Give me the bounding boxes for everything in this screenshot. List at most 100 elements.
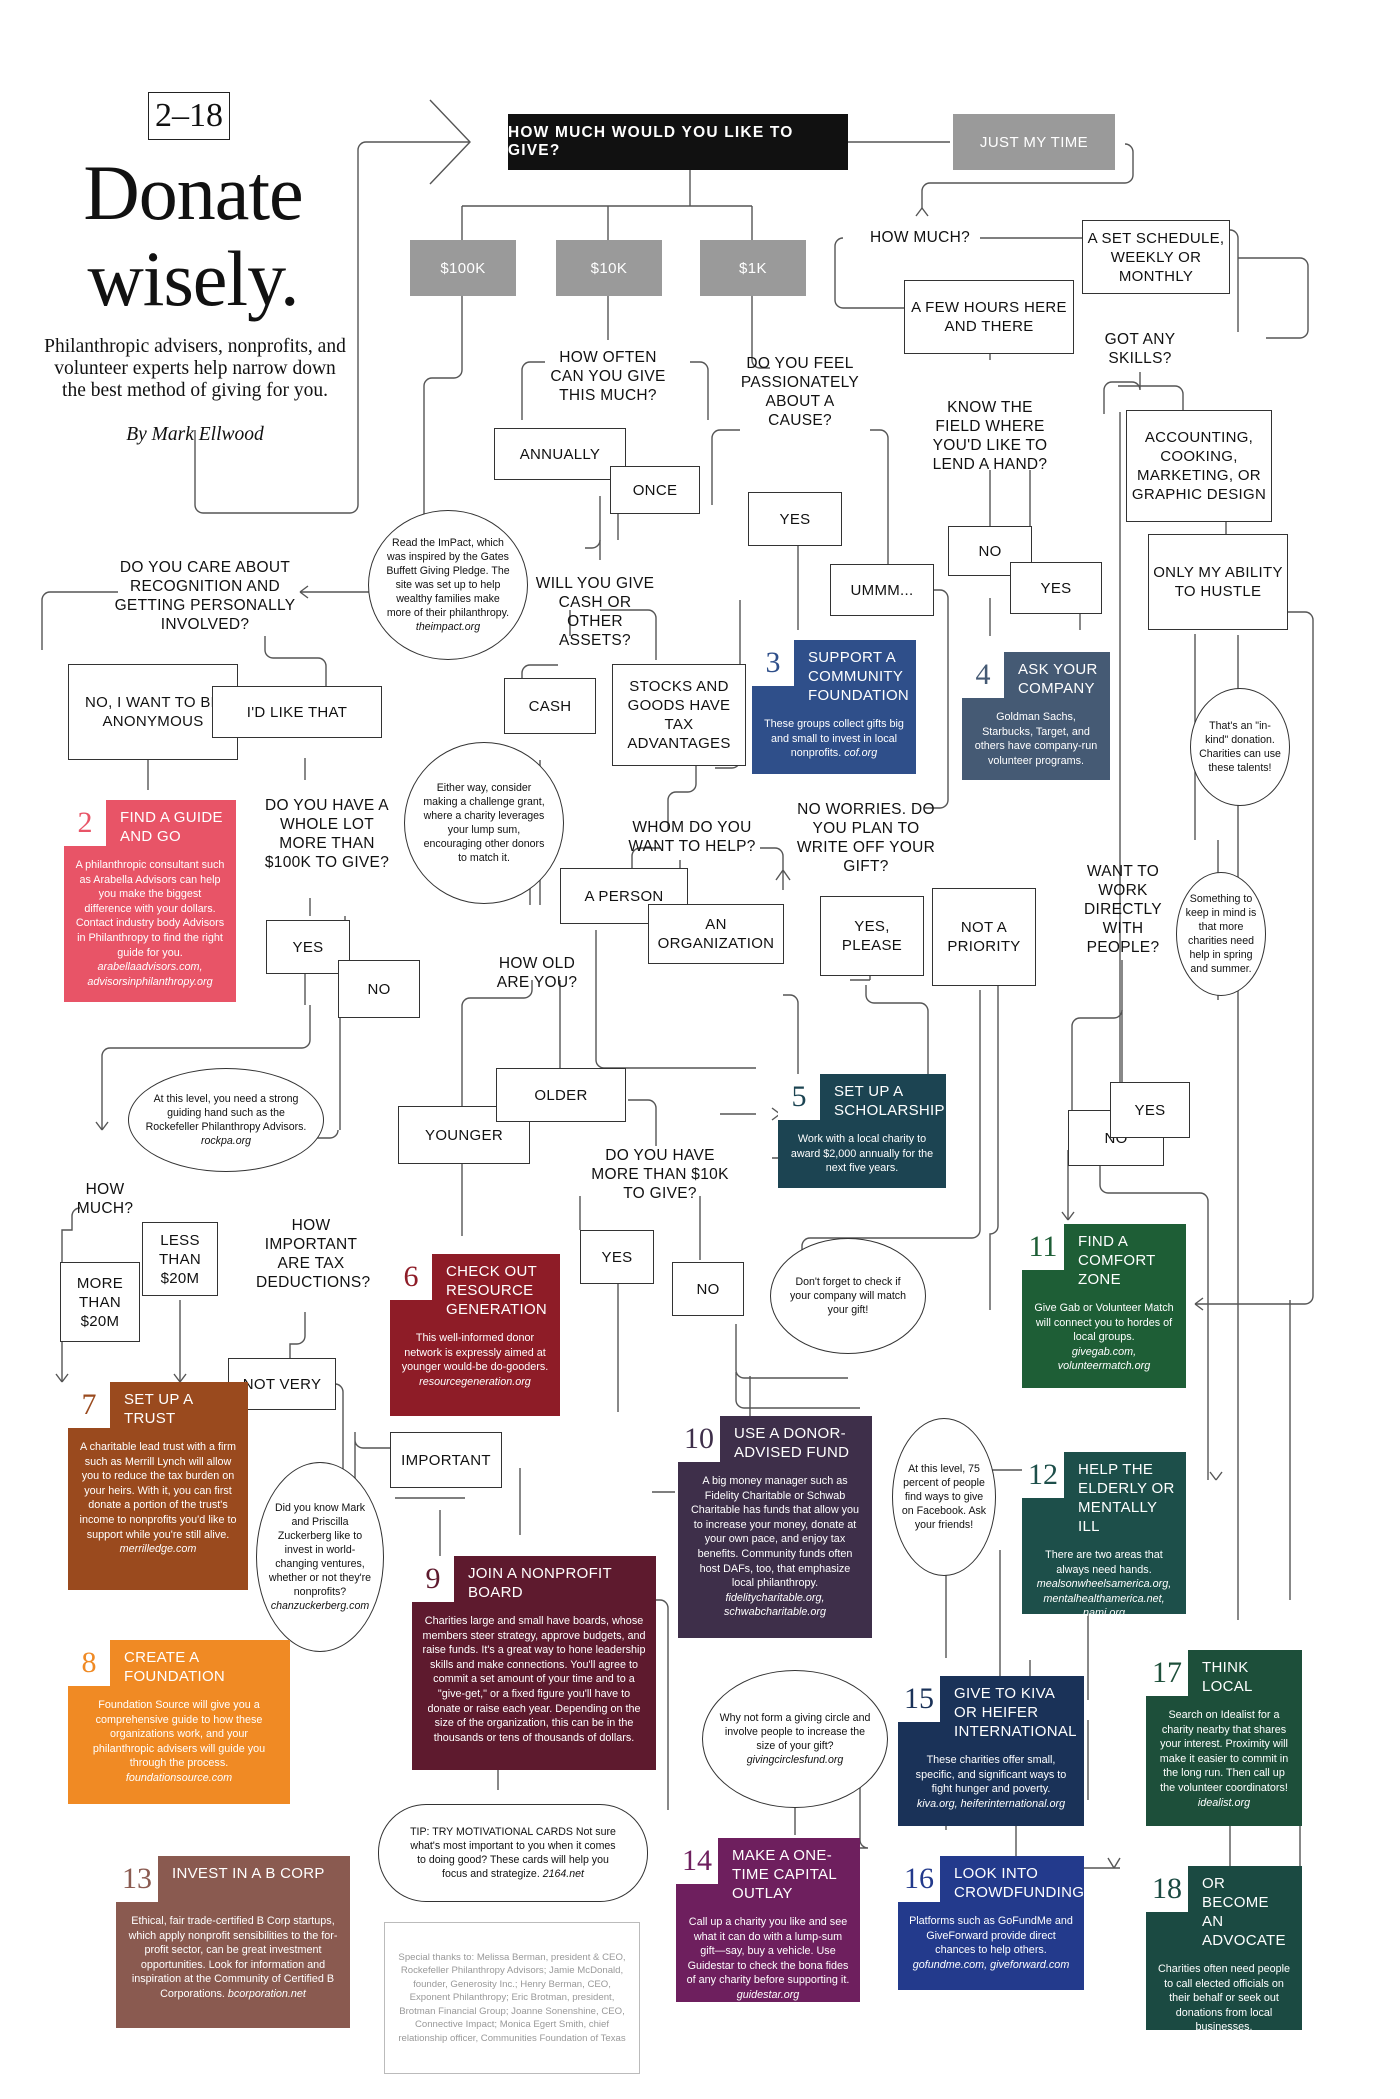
- card-number: 16: [898, 1856, 940, 1902]
- tip-motivational-cards: TIP: TRY MOTIVATIONAL CARDS Not sure wha…: [378, 1804, 648, 1902]
- card-link[interactable]: arabellaadvisors.com, advisorsinphilanth…: [87, 961, 213, 988]
- answer-skills-list: ACCOUNTING, COOKING, MARKETING, OR GRAPH…: [1126, 410, 1272, 522]
- card-body-text: Call up a charity you like and see what …: [686, 1916, 850, 1987]
- question-how-old: HOW OLD ARE YOU?: [496, 955, 578, 991]
- card-title: MAKE A ONE-TIME CAPITAL OUTLAY: [732, 1847, 837, 1902]
- card-number: 3: [752, 640, 794, 686]
- question-whom: WHOM DO YOU WANT TO HELP?: [628, 819, 756, 855]
- answer-few-hours: A FEW HOURS HERE AND THERE: [904, 280, 1074, 354]
- note-in-kind: That's an "in-kind" donation. Charities …: [1190, 688, 1290, 806]
- card-title: SET UP A TRUST: [124, 1391, 193, 1427]
- card-17: 17 THINK LOCAL Search on Idealist for a …: [1146, 1650, 1302, 1826]
- card-title: CHECK OUT RESOURCE GENERATION: [446, 1263, 548, 1318]
- card-link[interactable]: merrilledge.com: [119, 1543, 197, 1556]
- card-link[interactable]: idealist.org: [1197, 1796, 1251, 1809]
- note-zuckerberg-link[interactable]: chanzuckerberg.com: [270, 1600, 370, 1612]
- note-giving-circle: Why not form a giving circle and involve…: [702, 1670, 888, 1808]
- note-keep-in-mind: Something to keep in mind is that more c…: [1176, 872, 1266, 996]
- card-title: INVEST IN A B CORP: [172, 1865, 325, 1882]
- answer-just-my-time: JUST MY TIME: [953, 114, 1115, 170]
- card-8: 8 CREATE A FOUNDATION Foundation Source …: [68, 1640, 290, 1804]
- card-link[interactable]: guidestar.org: [736, 1988, 800, 2001]
- card-body: Charities often need people to call elec…: [1157, 1963, 1291, 2034]
- tip-text: TIP: TRY MOTIVATIONAL CARDS Not sure wha…: [410, 1826, 616, 1880]
- card-body-text: Ethical, fair trade-certified B Corp sta…: [128, 1915, 338, 2000]
- card-title: LOOK INTO CROWDFUNDING: [954, 1865, 1085, 1901]
- answer-yes-whole-lot: YES: [266, 920, 350, 974]
- answer-yes-please: YES, PLEASE: [820, 896, 924, 976]
- question-more-10k: DO YOU HAVE MORE THAN $10K TO GIVE?: [591, 1147, 729, 1202]
- card-body: Work with a local charity to award $2,00…: [790, 1133, 934, 1175]
- note-giving-circle-link[interactable]: givingcirclesfund.org: [746, 1754, 844, 1766]
- question-know-field: KNOW THE FIELD WHERE YOU'D LIKE TO LEND …: [932, 399, 1048, 473]
- card-title: FIND A GUIDE AND GO: [120, 809, 223, 845]
- card-link[interactable]: bcorporation.net: [227, 1987, 306, 2000]
- card-18: 18 OR BECOME AN ADVOCATE Charities often…: [1146, 1866, 1302, 2033]
- card-body: Charities large and small have boards, w…: [422, 1615, 646, 1744]
- card-link[interactable]: kiva.org, heiferinternational.org: [916, 1797, 1066, 1810]
- card-title: CREATE A FOUNDATION: [124, 1649, 226, 1685]
- tip-link[interactable]: 2164.net: [542, 1868, 584, 1880]
- card-body: This well-informed donor network is expr…: [400, 1331, 550, 1389]
- note-company-match: Don't forget to check if your company wi…: [770, 1238, 926, 1354]
- card-link[interactable]: givegab.com, volunteermatch.org: [1057, 1345, 1151, 1373]
- note-impact-link[interactable]: theimpact.org: [415, 621, 481, 633]
- card-link[interactable]: foundationsource.com: [125, 1771, 233, 1784]
- question-got-skills: GOT ANY SKILLS?: [1104, 331, 1176, 367]
- card-link[interactable]: cof.org: [844, 747, 878, 760]
- answer-ummm: UMMM...: [830, 564, 934, 616]
- card-link[interactable]: gofundme.com, giveforward.com: [912, 1958, 1070, 1971]
- card-body: Call up a charity you like and see what …: [686, 1915, 850, 2003]
- card-title: HELP THE ELDERLY OR MENTALLY ILL: [1078, 1461, 1175, 1535]
- note-zuckerberg: Did you know Mark and Priscilla Zuckerbe…: [256, 1462, 384, 1652]
- answer-ability-hustle: ONLY MY ABILITY TO HUSTLE: [1148, 534, 1288, 630]
- answer-not-priority: NOT A PRIORITY: [932, 888, 1036, 986]
- answer-yes-10k: YES: [580, 1230, 654, 1284]
- card-body: There are two areas that always need han…: [1045, 1549, 1163, 1576]
- answer-older: OLDER: [496, 1068, 626, 1122]
- note-guiding-hand: At this level, you need a strong guiding…: [128, 1068, 324, 1172]
- card-title: FIND A COMFORT ZONE: [1078, 1233, 1156, 1288]
- answer-100k: $100K: [410, 240, 516, 296]
- card-number: 8: [68, 1640, 110, 1686]
- card-title: SET UP A SCHOLARSHIP: [834, 1083, 945, 1119]
- answer-like-that: I'D LIKE THAT: [212, 686, 382, 738]
- card-16: 16 LOOK INTO CROWDFUNDING Platforms such…: [898, 1856, 1084, 1990]
- question-how-often: HOW OFTEN CAN YOU GIVE THIS MUCH?: [550, 349, 666, 404]
- card-14: 14 MAKE A ONE-TIME CAPITAL OUTLAY Call u…: [676, 1838, 860, 2002]
- card-body: These charities offer small, specific, a…: [915, 1754, 1067, 1796]
- note-impact-text: Read the ImPact, which was inspired by t…: [386, 537, 510, 619]
- card-body: A charitable lead trust with a firm such…: [79, 1441, 237, 1541]
- note-giving-circle-text: Why not form a giving circle and involve…: [719, 1712, 871, 1752]
- issue-badge: 2–18: [148, 92, 230, 140]
- card-6: 6 CHECK OUT RESOURCE GENERATION This wel…: [390, 1254, 560, 1416]
- byline: By Mark Ellwood: [126, 424, 264, 445]
- note-guiding-hand-link[interactable]: rockpa.org: [200, 1135, 252, 1147]
- special-thanks: Special thanks to: Melissa Berman, presi…: [384, 1922, 640, 2074]
- card-body: These groups collect gifts big and small…: [762, 717, 906, 761]
- card-title: JOIN A NONPROFIT BOARD: [468, 1565, 612, 1601]
- card-title: SUPPORT A COMMUNITY FOUNDATION: [808, 649, 910, 704]
- answer-yes-passion: YES: [748, 492, 842, 546]
- card-body-text: Foundation Source will give you a compre…: [92, 1699, 266, 1770]
- page-title: Donate wisely.: [83, 149, 303, 322]
- card-link[interactable]: fidelitycharitable.org, schwabcharitable…: [723, 1591, 827, 1619]
- card-number: 2: [64, 800, 106, 846]
- card-link[interactable]: resourcegeneration.org: [419, 1375, 531, 1388]
- card-body: A philanthropic consultant such as Arabe…: [75, 859, 225, 959]
- card-number: 15: [898, 1676, 940, 1722]
- card-link[interactable]: mealsonwheelsamerica.org, mentalhealtham…: [1036, 1578, 1172, 1620]
- answer-more-20m: MORE THAN $20M: [60, 1262, 140, 1342]
- answer-an-organization: AN ORGANIZATION: [648, 904, 784, 964]
- question-how-much-money: HOW MUCH?: [76, 1181, 134, 1217]
- answer-cash: CASH: [504, 678, 596, 734]
- answer-less-20m: LESS THAN $20M: [142, 1222, 218, 1296]
- answer-set-schedule: A SET SCHEDULE, WEEKLY OR MONTHLY: [1082, 220, 1230, 294]
- card-number: 12: [1022, 1452, 1064, 1498]
- card-body: Give Gab or Volunteer Match will connect…: [1034, 1302, 1174, 1344]
- question-write-off: NO WORRIES. DO YOU PLAN TO WRITE OFF YOU…: [796, 801, 936, 875]
- answer-annually: ANNUALLY: [494, 428, 626, 480]
- card-9: 9 JOIN A NONPROFIT BOARD Charities large…: [412, 1556, 656, 1770]
- card-number: 18: [1146, 1866, 1188, 1912]
